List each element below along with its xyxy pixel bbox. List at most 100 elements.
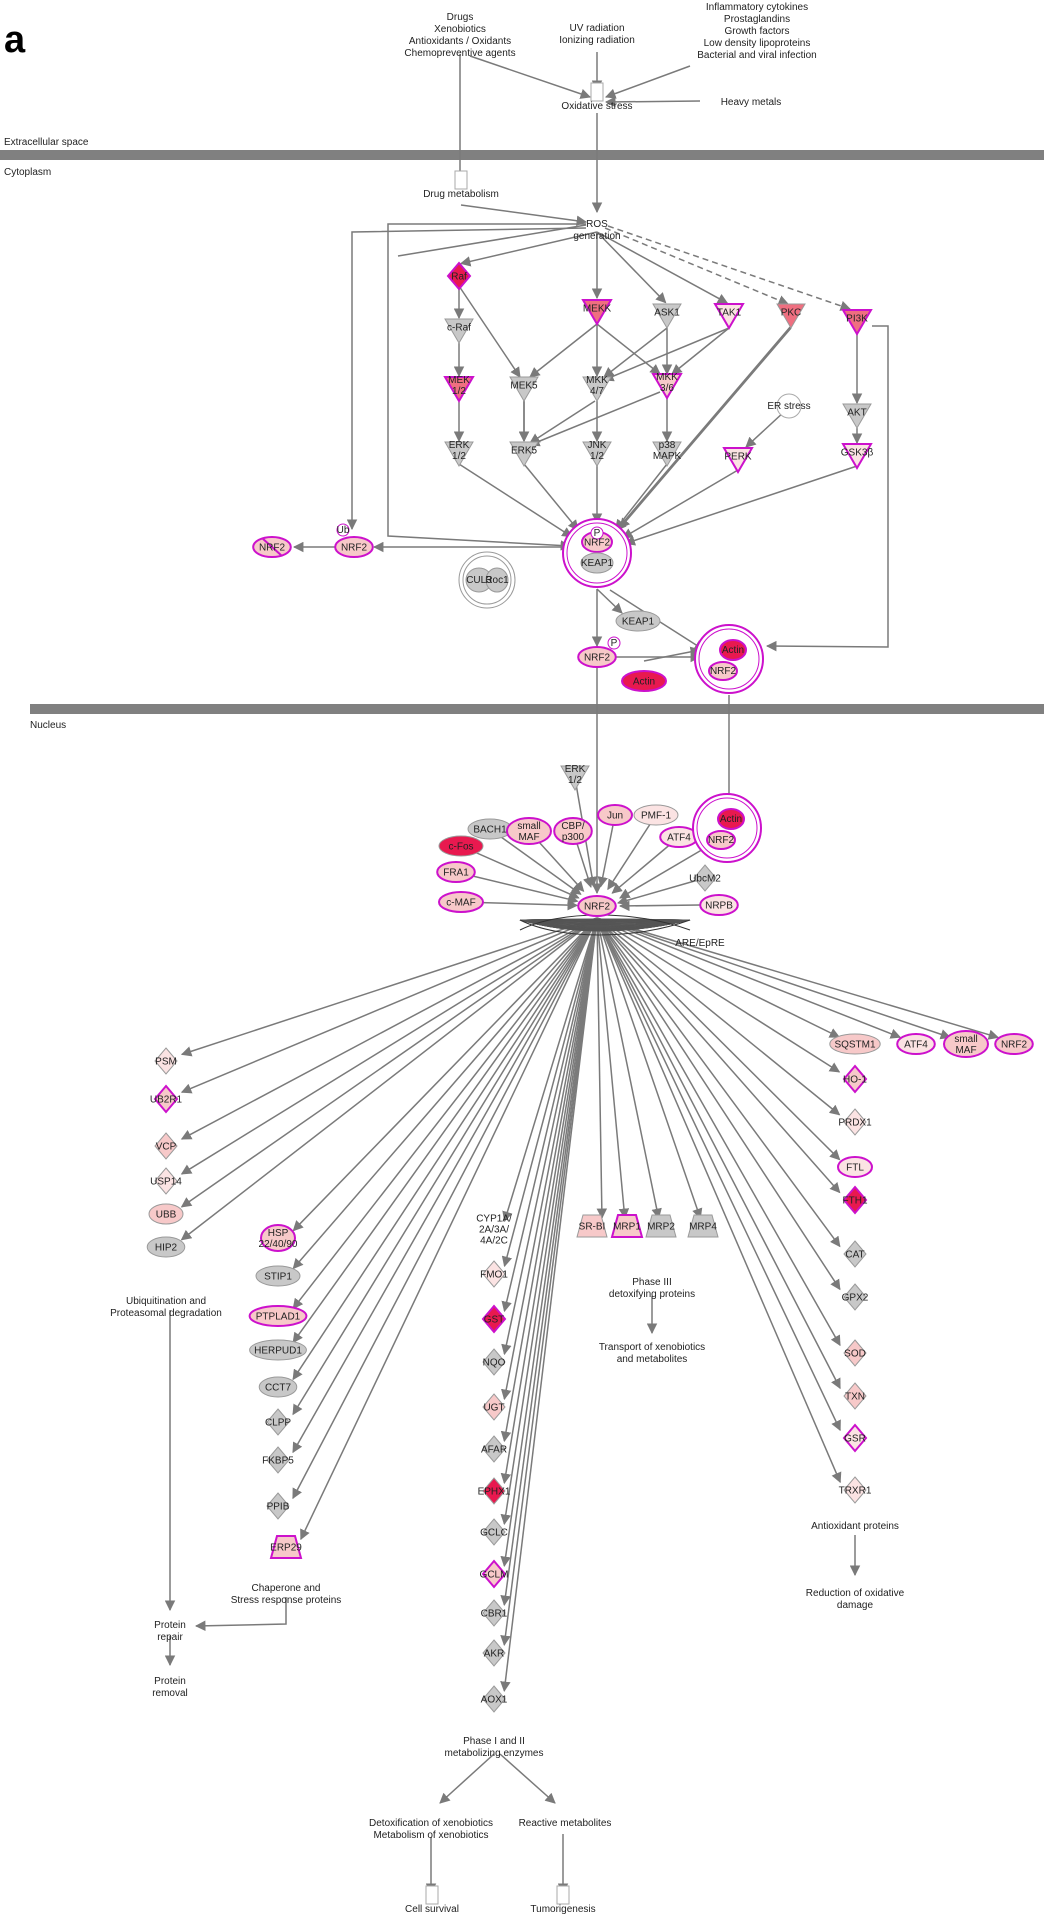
process-phase12: Phase I and II <box>463 1736 525 1747</box>
label-layer: Rafc-RafMEK1/2ERK1/2MEKKMEK5ERK5MKK4/7JN… <box>110 2 1027 1915</box>
edge-arrow <box>596 917 1000 1040</box>
edge-layer <box>164 52 1000 1895</box>
edge-arrow <box>604 96 701 108</box>
perk-label: PERK <box>724 452 752 463</box>
pkc-label: PKC <box>781 308 802 319</box>
process-survival: Cell survival <box>405 1904 459 1915</box>
complex-member-label: NRF2 <box>708 835 735 846</box>
clpp-node <box>266 1408 290 1436</box>
hsp-label: HSP <box>268 1228 289 1239</box>
process-antiox: Antioxidant proteins <box>811 1521 899 1532</box>
complex-member-label: Actin <box>722 645 744 656</box>
ptplad1-node <box>248 1305 308 1327</box>
bach1-label: BACH1 <box>473 825 507 836</box>
process-phase3: Phase III <box>632 1277 671 1288</box>
mrp4-label: MRP4 <box>689 1222 717 1233</box>
input-drugs: Antioxidants / Oxidants <box>409 36 511 47</box>
dna-strand <box>519 919 691 922</box>
edge-arrow <box>529 391 661 447</box>
edge-arrow <box>596 917 841 1038</box>
mkk36-node <box>651 373 683 400</box>
edge-arrow <box>500 917 598 1693</box>
txn-node <box>843 1382 867 1410</box>
usp14-label: USP14 <box>150 1177 182 1188</box>
process-removal: Protein <box>154 1676 186 1687</box>
edge-arrow <box>180 917 598 1140</box>
smallmaf2-label: MAF <box>955 1045 976 1056</box>
erk12a-node <box>444 441 474 467</box>
edge-arrow <box>397 224 587 257</box>
jnk12-node <box>582 441 612 467</box>
erk12a-label: ERK <box>449 440 470 451</box>
trxr1-node <box>843 1476 867 1504</box>
cbp-node <box>553 817 593 845</box>
gst-label: GST <box>484 1315 505 1326</box>
edge-arrow <box>596 917 841 1347</box>
complex-member-label: NRF2 <box>584 538 611 549</box>
process-ros: generation <box>573 231 620 242</box>
craf-label: c-Raf <box>447 323 471 334</box>
edge-arrow <box>596 917 841 1116</box>
nrf2b-label: NRF2 <box>1001 1040 1028 1051</box>
gst-node <box>481 1304 507 1334</box>
pi3k-node <box>841 309 873 336</box>
dna-strand <box>519 919 691 925</box>
erk5-node <box>509 441 539 467</box>
vcp-label: VCP <box>156 1142 177 1153</box>
cfos-node <box>438 835 484 857</box>
edge-arrow <box>616 877 706 906</box>
edge-arrow <box>596 917 841 1291</box>
edge-arrow <box>621 469 739 539</box>
process-phase12: metabolizing enzymes <box>445 1748 544 1759</box>
fkbp5-node <box>266 1446 290 1474</box>
ppib-node <box>266 1492 290 1520</box>
node-layer <box>146 82 1034 1905</box>
cct7-label: CCT7 <box>265 1383 292 1394</box>
hip2-node <box>146 1236 186 1258</box>
edge-arrow <box>292 917 598 1416</box>
edge-arrow <box>597 814 616 888</box>
clpp-label: CLPP <box>265 1418 291 1429</box>
sqstm1-label: SQSTM1 <box>834 1040 876 1051</box>
process-transport: and metabolites <box>617 1354 688 1365</box>
jnk12-label: 1/2 <box>590 451 604 462</box>
edge-arrow <box>596 231 729 304</box>
process-phase3: detoxifying proteins <box>609 1289 695 1300</box>
mkk47-label: MKK <box>586 375 608 386</box>
nqo-node <box>482 1348 506 1376</box>
atf4b-node <box>896 1033 936 1055</box>
edge-arrow <box>596 917 952 1040</box>
herpud1-node <box>249 1339 307 1361</box>
nrpb-node <box>699 894 739 916</box>
fth1-node <box>842 1185 868 1215</box>
process-chap: Chaperone and <box>252 1583 321 1594</box>
ptplad1-label: PTPLAD1 <box>256 1312 301 1323</box>
smallmaf1-node <box>506 817 552 845</box>
prdx1-node <box>843 1108 867 1136</box>
edge-arrow <box>603 327 668 378</box>
complex-member-label: Roc1 <box>485 575 509 586</box>
process-ubiq: Proteasomal degradation <box>110 1308 222 1319</box>
jun-node <box>597 804 633 826</box>
smallmaf1-label: small <box>517 821 540 832</box>
edge-arrow <box>619 847 706 899</box>
nrpb-label: NRPB <box>705 901 733 912</box>
stip1-label: STIP1 <box>264 1272 292 1283</box>
process-glyph <box>454 170 468 190</box>
edge-arrow <box>458 285 521 378</box>
srbi-label: SR-BI <box>579 1222 606 1233</box>
panel-label: a <box>4 19 26 61</box>
fra1-label: FRA1 <box>443 868 469 879</box>
degradation-mark <box>261 537 283 557</box>
herpud1-label: HERPUD1 <box>254 1346 302 1357</box>
fth1-label: FTH1 <box>843 1196 868 1207</box>
process-reduction: damage <box>837 1600 874 1611</box>
process-erstress: ER stress <box>767 401 810 412</box>
ub2r1-label: UB2R1 <box>150 1095 183 1106</box>
ho1-node <box>842 1064 868 1094</box>
process-oxstress: Oxidative stress <box>561 101 632 112</box>
atf4a-label: ATF4 <box>667 833 691 844</box>
gclm-label: GCLM <box>480 1570 509 1581</box>
edge-arrow <box>604 227 789 306</box>
